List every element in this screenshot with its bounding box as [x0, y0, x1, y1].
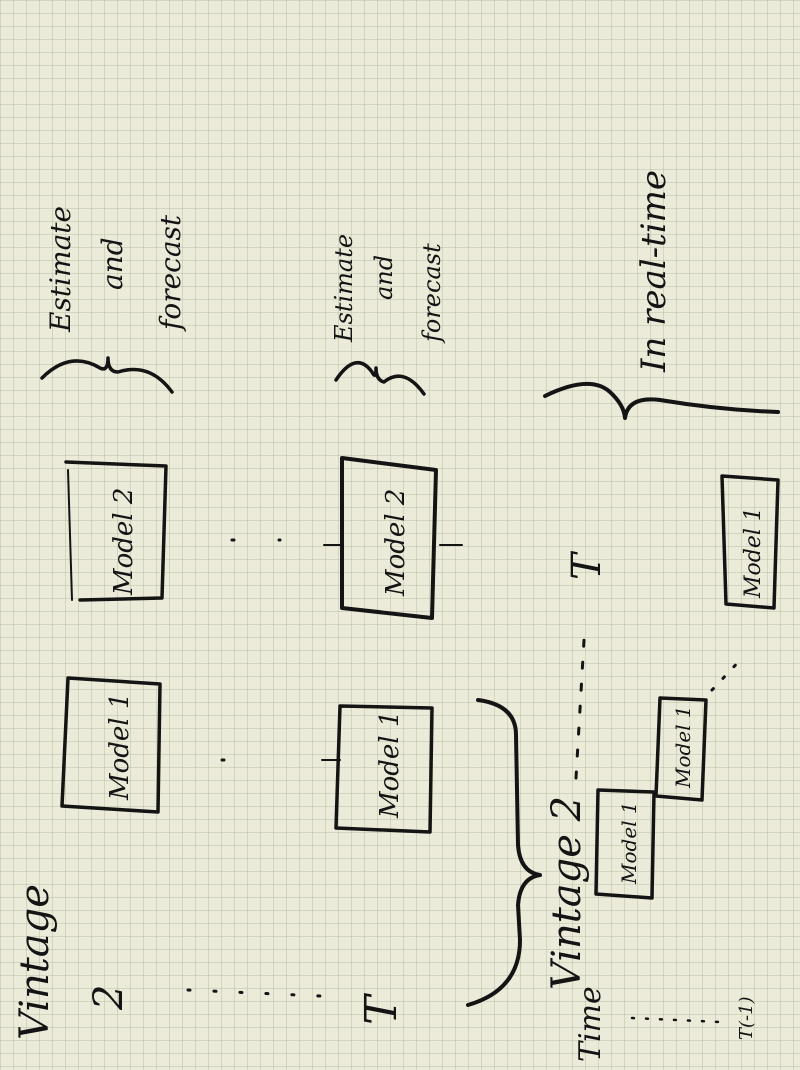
svg-text:2: 2: [86, 985, 132, 1011]
time-dots: [630, 1016, 722, 1024]
rt-dots: [710, 654, 746, 692]
svg-text:Vintage 2: Vintage 2: [544, 796, 590, 990]
svg-text:Model 1: Model 1: [671, 705, 695, 789]
time-label: Time: [573, 986, 608, 1062]
svg-text:Model 1: Model 1: [105, 693, 135, 801]
vintage-2-end: T: [564, 550, 610, 580]
time-end: T(-1): [736, 996, 757, 1040]
svg-text:In real-time: In real-time: [634, 170, 674, 373]
vintage-end: T: [356, 992, 407, 1025]
svg-text:T: T: [564, 550, 610, 580]
vintage-title: Vintage: [12, 884, 58, 1040]
realtime-note: In real-time: [634, 170, 674, 373]
brace-row-1: [40, 356, 174, 394]
svg-text:Model 1: Model 1: [617, 801, 641, 885]
brace-row-2: [334, 361, 426, 396]
model-1-box-row-2: Model 1: [321, 704, 434, 834]
svg-text:Model 1: Model 1: [741, 507, 766, 599]
model-1-box-row-1: Model 1: [60, 676, 162, 814]
svg-text:Vintage: Vintage: [12, 884, 58, 1040]
model-2-box-row-2: Model 2: [323, 456, 463, 620]
note-row-1: Estimate and forecast: [44, 206, 187, 333]
rt-model-box-2: Model 1: [654, 696, 708, 802]
vintage-2-label: Vintage 2: [544, 796, 590, 990]
vintage-start: 2: [86, 985, 132, 1011]
note-row-2: Estimate and forecast: [330, 234, 446, 344]
vintage-2-dots: [574, 638, 586, 780]
svg-text:Estimate: Estimate: [330, 234, 358, 343]
rt-model-box-1: Model 1: [594, 788, 656, 900]
rt-model-box-3: Model 1: [720, 474, 780, 610]
vintage-1-dots: [186, 988, 322, 998]
svg-text:and: and: [96, 237, 129, 290]
svg-text:forecast: forecast: [154, 214, 187, 332]
svg-text:Estimate: Estimate: [44, 206, 77, 333]
svg-text:Model 2: Model 2: [381, 489, 411, 597]
svg-text:T(-1): T(-1): [736, 996, 757, 1040]
svg-text:forecast: forecast: [418, 243, 446, 344]
brace-vintage-2: [466, 698, 542, 1007]
svg-text:Model 2: Model 2: [109, 488, 139, 596]
model-2-box-row-1: Model 2: [64, 460, 168, 602]
svg-text:Time: Time: [573, 986, 608, 1062]
svg-text:Model 1: Model 1: [375, 711, 405, 819]
brace-realtime: [543, 381, 780, 420]
svg-text:T: T: [356, 992, 407, 1025]
svg-text:and: and: [370, 255, 398, 300]
